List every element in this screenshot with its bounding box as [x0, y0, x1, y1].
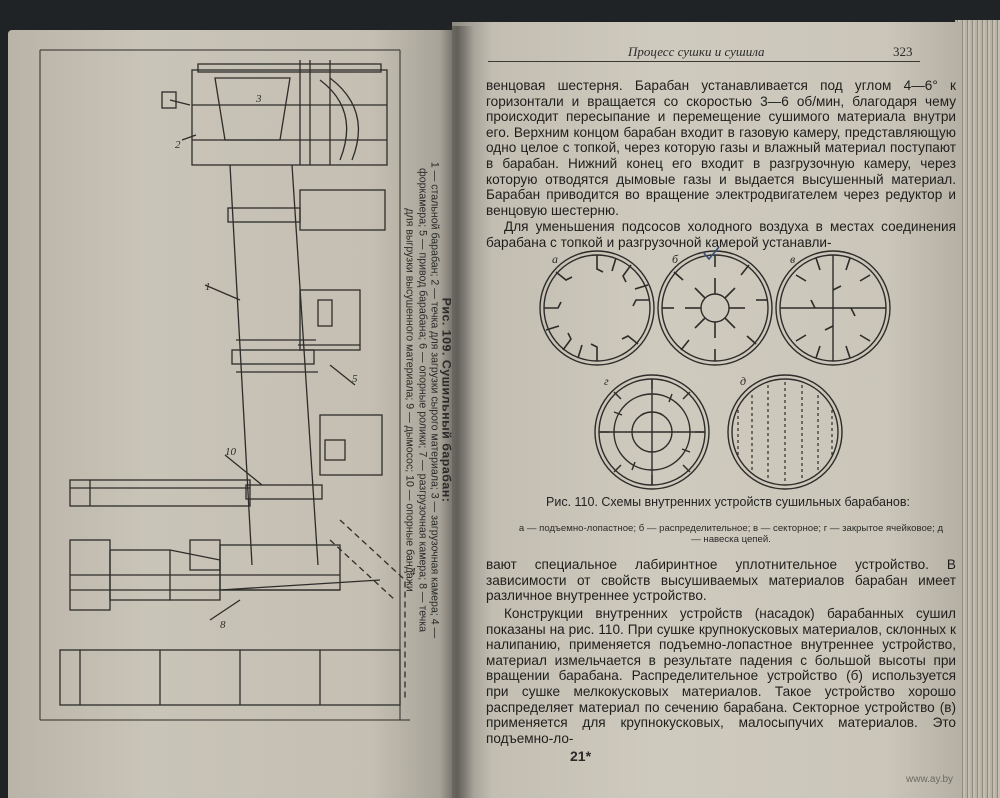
page-number: 323 — [893, 44, 913, 59]
paragraph-3-text: вают специальное лабиринтное уплотнитель… — [486, 557, 956, 604]
watermark: www.ay.by — [906, 774, 954, 785]
right-page — [452, 22, 962, 798]
figure-110-caption: Рис. 110. Схемы внутренних устройств суш… — [546, 495, 910, 509]
part-label-1: 1 — [205, 281, 211, 293]
scheme-label-b: б — [672, 252, 679, 266]
part-label-4: 4 — [410, 566, 416, 578]
figure-110-legend: а — подъемно-лопастное; б — распределите… — [518, 523, 944, 545]
part-label-5: 5 — [352, 373, 358, 385]
figure-109-caption: Рис. 109. Сушильный барабан: 1 — стально… — [403, 160, 454, 640]
header-rule — [488, 61, 920, 62]
part-label-10: 10 — [225, 446, 237, 458]
page-edges — [955, 20, 1000, 798]
part-label-8: 8 — [220, 619, 226, 631]
paragraph-2-text: Для уменьшения подсосов холодного воздух… — [486, 219, 956, 250]
paragraph-2: Для уменьшения подсосов холодного воздух… — [486, 219, 956, 250]
book-gutter — [440, 26, 474, 798]
part-label-3: 3 — [255, 93, 262, 105]
sheet-signature: 21* — [570, 748, 592, 764]
part-label-2: 2 — [175, 139, 181, 151]
scheme-label-a: а — [552, 252, 558, 266]
scheme-label-d: д — [740, 374, 746, 388]
scheme-label-v: в — [790, 252, 795, 266]
running-head: Процесс сушки и сушила — [628, 44, 765, 59]
paragraph-1: венцовая шестерня. Барабан устанавливает… — [486, 78, 956, 218]
paragraph-3: вают специальное лабиринтное уплотнитель… — [486, 557, 956, 604]
figure-109-title: Рис. 109. Сушильный барабан: — [439, 297, 454, 503]
scheme-label-g: г — [604, 374, 609, 388]
paragraph-4: Конструкции внутренних устройств (насадо… — [486, 606, 956, 746]
figure-109-legend: 1 — стальной барабан; 2 — течка для загр… — [403, 161, 441, 639]
paragraph-4-text: Конструкции внутренних устройств (насадо… — [486, 606, 956, 746]
paragraph-1-text: венцовая шестерня. Барабан устанавливает… — [486, 78, 956, 218]
